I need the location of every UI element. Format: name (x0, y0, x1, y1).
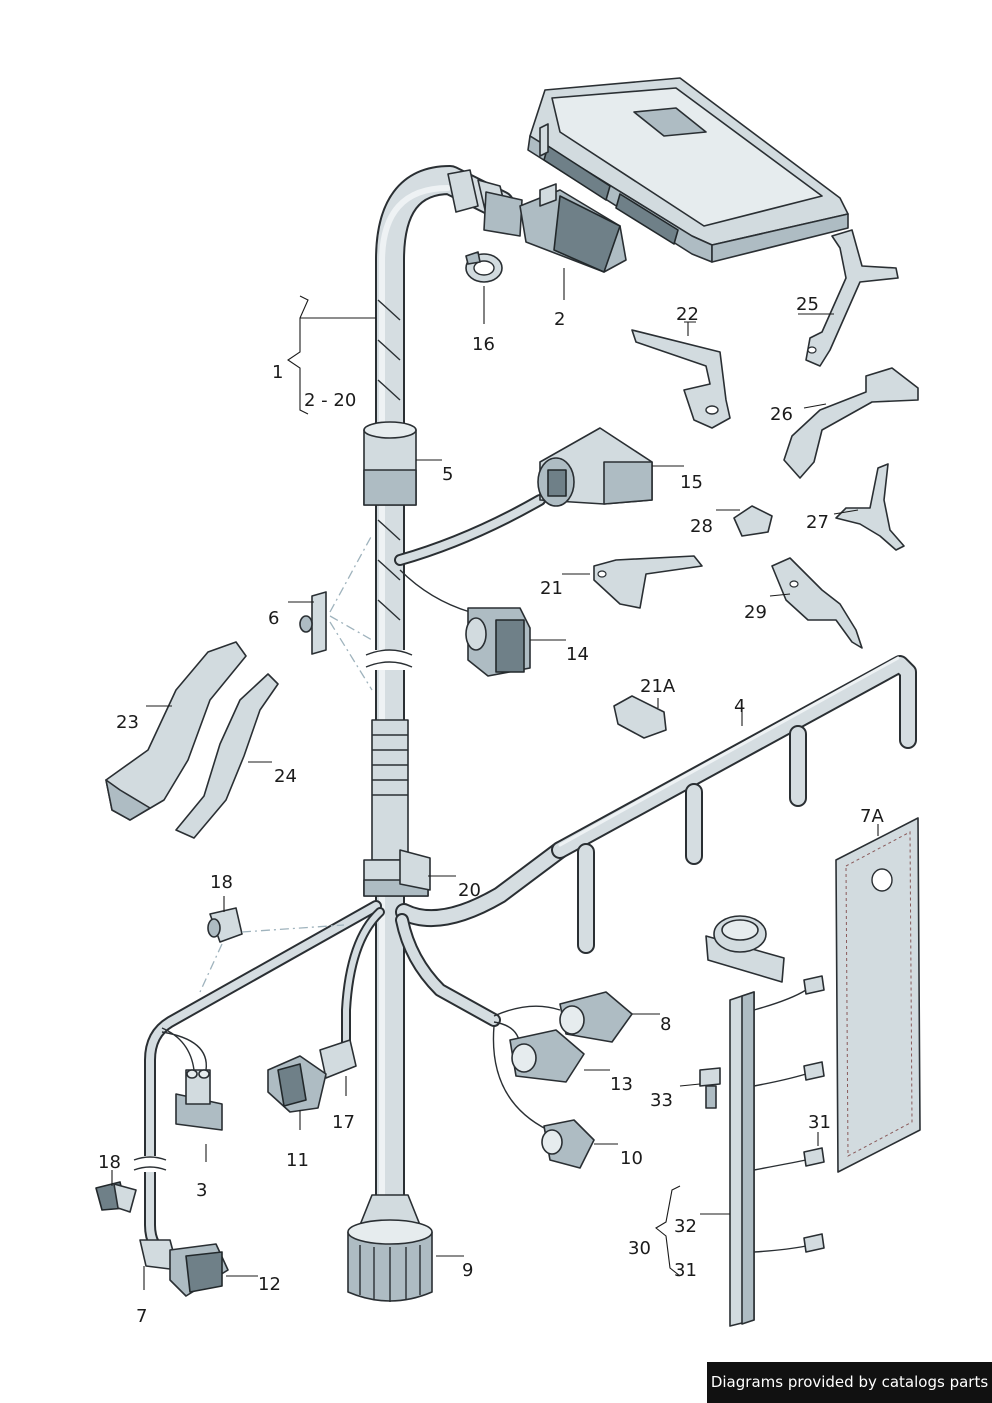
connector-part-8 (559, 991, 633, 1043)
bolt-part-33 (699, 1067, 721, 1109)
sealing-sheet-part-7a (835, 817, 921, 1173)
bracket-part-25 (805, 229, 899, 367)
label-14: 14 (566, 644, 589, 665)
corrugated-tube-section (371, 719, 409, 861)
branch-to-connectors-8-13-10 (395, 913, 561, 1131)
label-16: 16 (472, 334, 495, 355)
label-26: 26 (770, 404, 793, 425)
label-3: 3 (196, 1180, 207, 1201)
elbow-part-17 (319, 1039, 357, 1079)
main-harness-trunk (375, 165, 523, 1210)
branch-left (144, 900, 382, 1262)
hose-clamp-part-16 (465, 251, 503, 283)
label-17: 17 (332, 1112, 355, 1133)
left-branch-break-mark (133, 1156, 167, 1172)
bracket-part-22 (631, 329, 731, 429)
leader-lines (111, 268, 879, 1290)
label-15: 15 (680, 472, 703, 493)
label-21a: 21A (640, 676, 676, 697)
label-31-upper: 31 (808, 1112, 831, 1133)
connector-part-13 (509, 1029, 585, 1083)
clip-part-28 (733, 505, 773, 537)
connector-part-12 (169, 1243, 229, 1297)
bracket-part-27 (835, 463, 905, 551)
label-12: 12 (258, 1274, 281, 1295)
label-23: 23 (116, 712, 139, 733)
credit-banner: Diagrams provided by catalogs parts (707, 1362, 992, 1403)
clip-part-21a (613, 695, 667, 739)
label-20: 20 (458, 880, 481, 901)
grommet-part-18-upper (207, 907, 243, 943)
label-25: 25 (796, 294, 819, 315)
sensor-part-3 (175, 1069, 223, 1131)
label-21: 21 (540, 578, 563, 599)
repair-harness-part-30 (705, 915, 807, 1327)
label-18-upper: 18 (210, 872, 233, 893)
grommet-18-dash-lines (199, 924, 345, 993)
junction-block-part-20 (363, 849, 431, 897)
label-1: 1 (272, 362, 283, 383)
connector-part-14 (465, 607, 531, 677)
sleeve-part-5 (363, 421, 417, 506)
branch-to-connector-15 (394, 494, 546, 566)
clip-part-6 (299, 591, 327, 655)
label-29: 29 (744, 602, 767, 623)
label-27: 27 (806, 512, 829, 533)
bracket-part-21 (593, 555, 703, 609)
branch-to-rail-4 (395, 841, 569, 928)
label-31-lower: 31 (674, 1260, 697, 1281)
rail-harness-part-4 (551, 655, 917, 954)
label-2: 2 (554, 309, 565, 330)
label-7: 7 (136, 1306, 147, 1327)
end-cap-part-9 (347, 1194, 433, 1302)
label-28: 28 (690, 516, 713, 537)
label-2-20: 2 - 20 (304, 390, 356, 411)
trunk-break-mark (365, 649, 413, 670)
label-9: 9 (462, 1260, 473, 1281)
label-8: 8 (660, 1014, 671, 1035)
label-33: 33 (650, 1090, 673, 1111)
label-18-lower: 18 (98, 1152, 121, 1173)
clip-6-dash-lines (329, 534, 373, 691)
branch-to-part-17 (325, 907, 385, 1071)
label-30: 30 (628, 1238, 651, 1259)
connectors-part-31 (803, 975, 825, 1253)
label-22: 22 (676, 304, 699, 325)
label-6: 6 (268, 608, 279, 629)
label-10: 10 (620, 1148, 643, 1169)
control-unit-ecu (527, 77, 849, 263)
bracket-part-29 (771, 557, 863, 649)
cover-part-23 (105, 641, 247, 821)
branch-to-connector-14 (399, 569, 471, 613)
connector-part-11 (267, 1055, 327, 1113)
label-32: 32 (674, 1216, 697, 1237)
label-5: 5 (442, 464, 453, 485)
connector-part-10 (541, 1119, 595, 1169)
part-labels: 1 2 - 20 2 16 5 15 14 6 20 18 22 25 26 2… (98, 294, 884, 1327)
connector-part-2 (519, 183, 627, 273)
label-11: 11 (286, 1150, 309, 1171)
label-7a: 7A (860, 806, 884, 827)
bracket-part-26 (783, 367, 919, 479)
label-4: 4 (734, 696, 745, 717)
grommet-part-18-lower (95, 1181, 137, 1213)
label-13: 13 (610, 1074, 633, 1095)
connector-part-15 (537, 427, 653, 507)
label-24: 24 (274, 766, 297, 787)
cover-part-24 (175, 673, 279, 839)
